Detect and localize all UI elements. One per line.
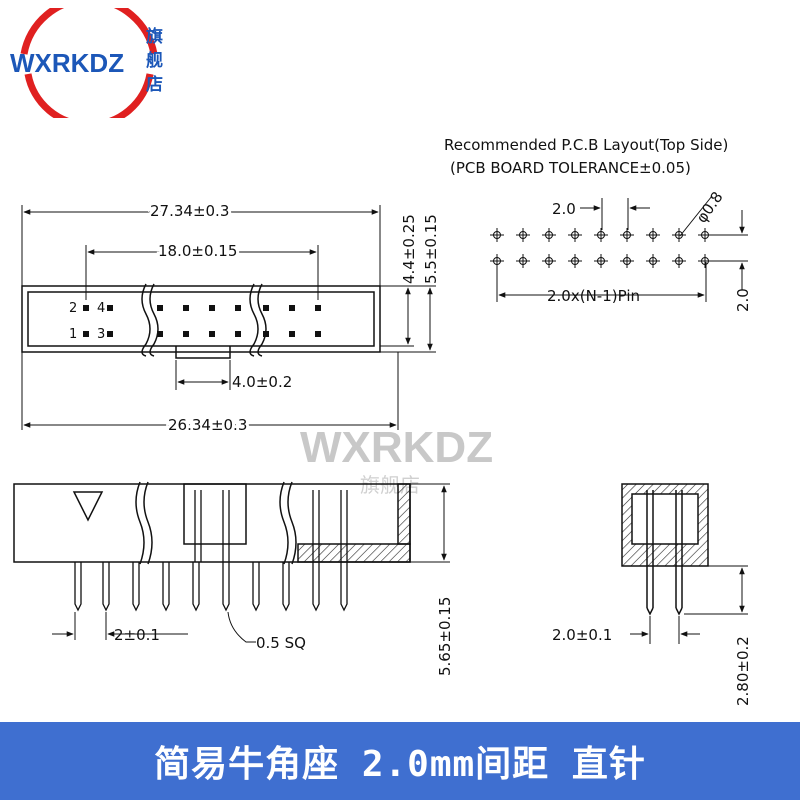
logo-cn-2: 舰 [146, 50, 163, 71]
pcb-hole [568, 228, 582, 242]
pcb-hole [516, 228, 530, 242]
top-view-pin [235, 305, 241, 311]
dim-overall-width: 27.34±0.3 [150, 202, 229, 220]
pcb-hole-dia: φ0.8 [693, 188, 727, 226]
pcb-pitch: 2.0 [552, 200, 576, 218]
pcb-layout-title: Recommended P.C.B Layout(Top Side) [444, 136, 728, 154]
pcb-hole-grid [490, 228, 712, 268]
pcb-hole [698, 254, 712, 268]
top-view-pin [289, 305, 295, 311]
pcb-hole [672, 254, 686, 268]
top-view [21, 283, 381, 359]
side-dimensions [52, 483, 450, 643]
side-view-pin [102, 562, 110, 612]
top-view-pin [107, 305, 113, 311]
pcb-hole [646, 228, 660, 242]
end-pitch: 2.0±0.1 [552, 626, 612, 644]
top-view-pin [209, 305, 215, 311]
top-view-pin [157, 305, 163, 311]
pcb-hole [646, 254, 660, 268]
side-view-pin [340, 562, 348, 612]
logo-text: WXRKDZ [10, 48, 124, 78]
logo-cn-1: 旗 [146, 26, 163, 47]
side-view-pin [192, 562, 200, 612]
pin-label-1: 1 [69, 327, 77, 342]
dim-height-b: 5.5±0.15 [422, 214, 440, 284]
dim-pin-span: 18.0±0.15 [158, 242, 237, 260]
watermark-cn: 旗舰店 [360, 473, 420, 497]
side-view-pin-internal [312, 490, 320, 562]
top-view-pin [209, 331, 215, 337]
pcb-hole [568, 254, 582, 268]
top-view-pin [235, 331, 241, 337]
watermark-text: WXRKDZ [300, 423, 493, 472]
pcb-hole [594, 228, 608, 242]
logo-red-arc-top [20, 8, 158, 55]
top-view-pin [107, 331, 113, 337]
side-pin-size: 0.5 SQ [256, 634, 306, 652]
technical-drawing: 2 4 1 3 27.34±0.3 18.0±0.15 4.0±0.2 26.3… [13, 136, 752, 706]
pcb-hole [620, 228, 634, 242]
end-view [621, 483, 709, 616]
pcb-row-pitch: 2.0 [734, 288, 752, 312]
top-view-pin [183, 331, 189, 337]
end-dimensions [630, 565, 748, 644]
dim-key-width: 4.0±0.2 [232, 373, 292, 391]
logo-red-arc-bottom [24, 73, 154, 118]
side-view-pin [162, 562, 170, 612]
side-view-pin [282, 562, 290, 612]
pcb-layout-subtitle: (PCB BOARD TOLERANCE±0.05) [450, 159, 691, 177]
side-view-pin [312, 562, 320, 612]
side-view-pin [132, 562, 140, 612]
pcb-hole [542, 228, 556, 242]
top-view-pin [83, 331, 89, 337]
pcb-hole [620, 254, 634, 268]
pin-label-3: 3 [97, 327, 105, 342]
bottom-banner: 简易牛角座 2.0mm间距 直针 [0, 722, 800, 800]
dim-body-width: 26.34±0.3 [168, 416, 247, 434]
dim-height-a: 4.4±0.25 [400, 214, 418, 284]
pcb-hole [516, 254, 530, 268]
pin-label-4: 4 [97, 301, 105, 316]
pcb-hole [490, 228, 504, 242]
pcb-hole [698, 228, 712, 242]
end-tail-length: 2.80±0.2 [734, 636, 752, 706]
side-view-pin-internal [222, 490, 230, 562]
pcb-dimensions [496, 195, 748, 302]
brand-logo: WXRKDZ 旗 舰 店 [10, 8, 163, 118]
top-view-pin [315, 305, 321, 311]
top-view-pin [83, 305, 89, 311]
pcb-hole [594, 254, 608, 268]
side-view-pin [74, 562, 82, 612]
side-view-pin-internal [194, 490, 202, 562]
logo-cn-3: 店 [146, 74, 163, 95]
top-view-pin [263, 305, 269, 311]
side-view-pin-internal [340, 490, 348, 562]
top-view-pin [157, 331, 163, 337]
side-view-pin [222, 562, 230, 612]
top-view-dimensions [21, 205, 436, 430]
side-view [13, 481, 411, 565]
top-view-pin [263, 331, 269, 337]
top-view-pin [315, 331, 321, 337]
side-pitch: 2±0.1 [114, 626, 160, 644]
pcb-span: 2.0x(N-1)Pin [547, 287, 640, 305]
top-view-pin [183, 305, 189, 311]
side-view-pin [252, 562, 260, 612]
pin-label-2: 2 [69, 301, 77, 316]
banner-text: 简易牛角座 2.0mm间距 直针 [154, 744, 646, 785]
pcb-hole [542, 254, 556, 268]
top-view-pin [289, 331, 295, 337]
side-height: 5.65±0.15 [436, 597, 454, 676]
pcb-hole [672, 228, 686, 242]
